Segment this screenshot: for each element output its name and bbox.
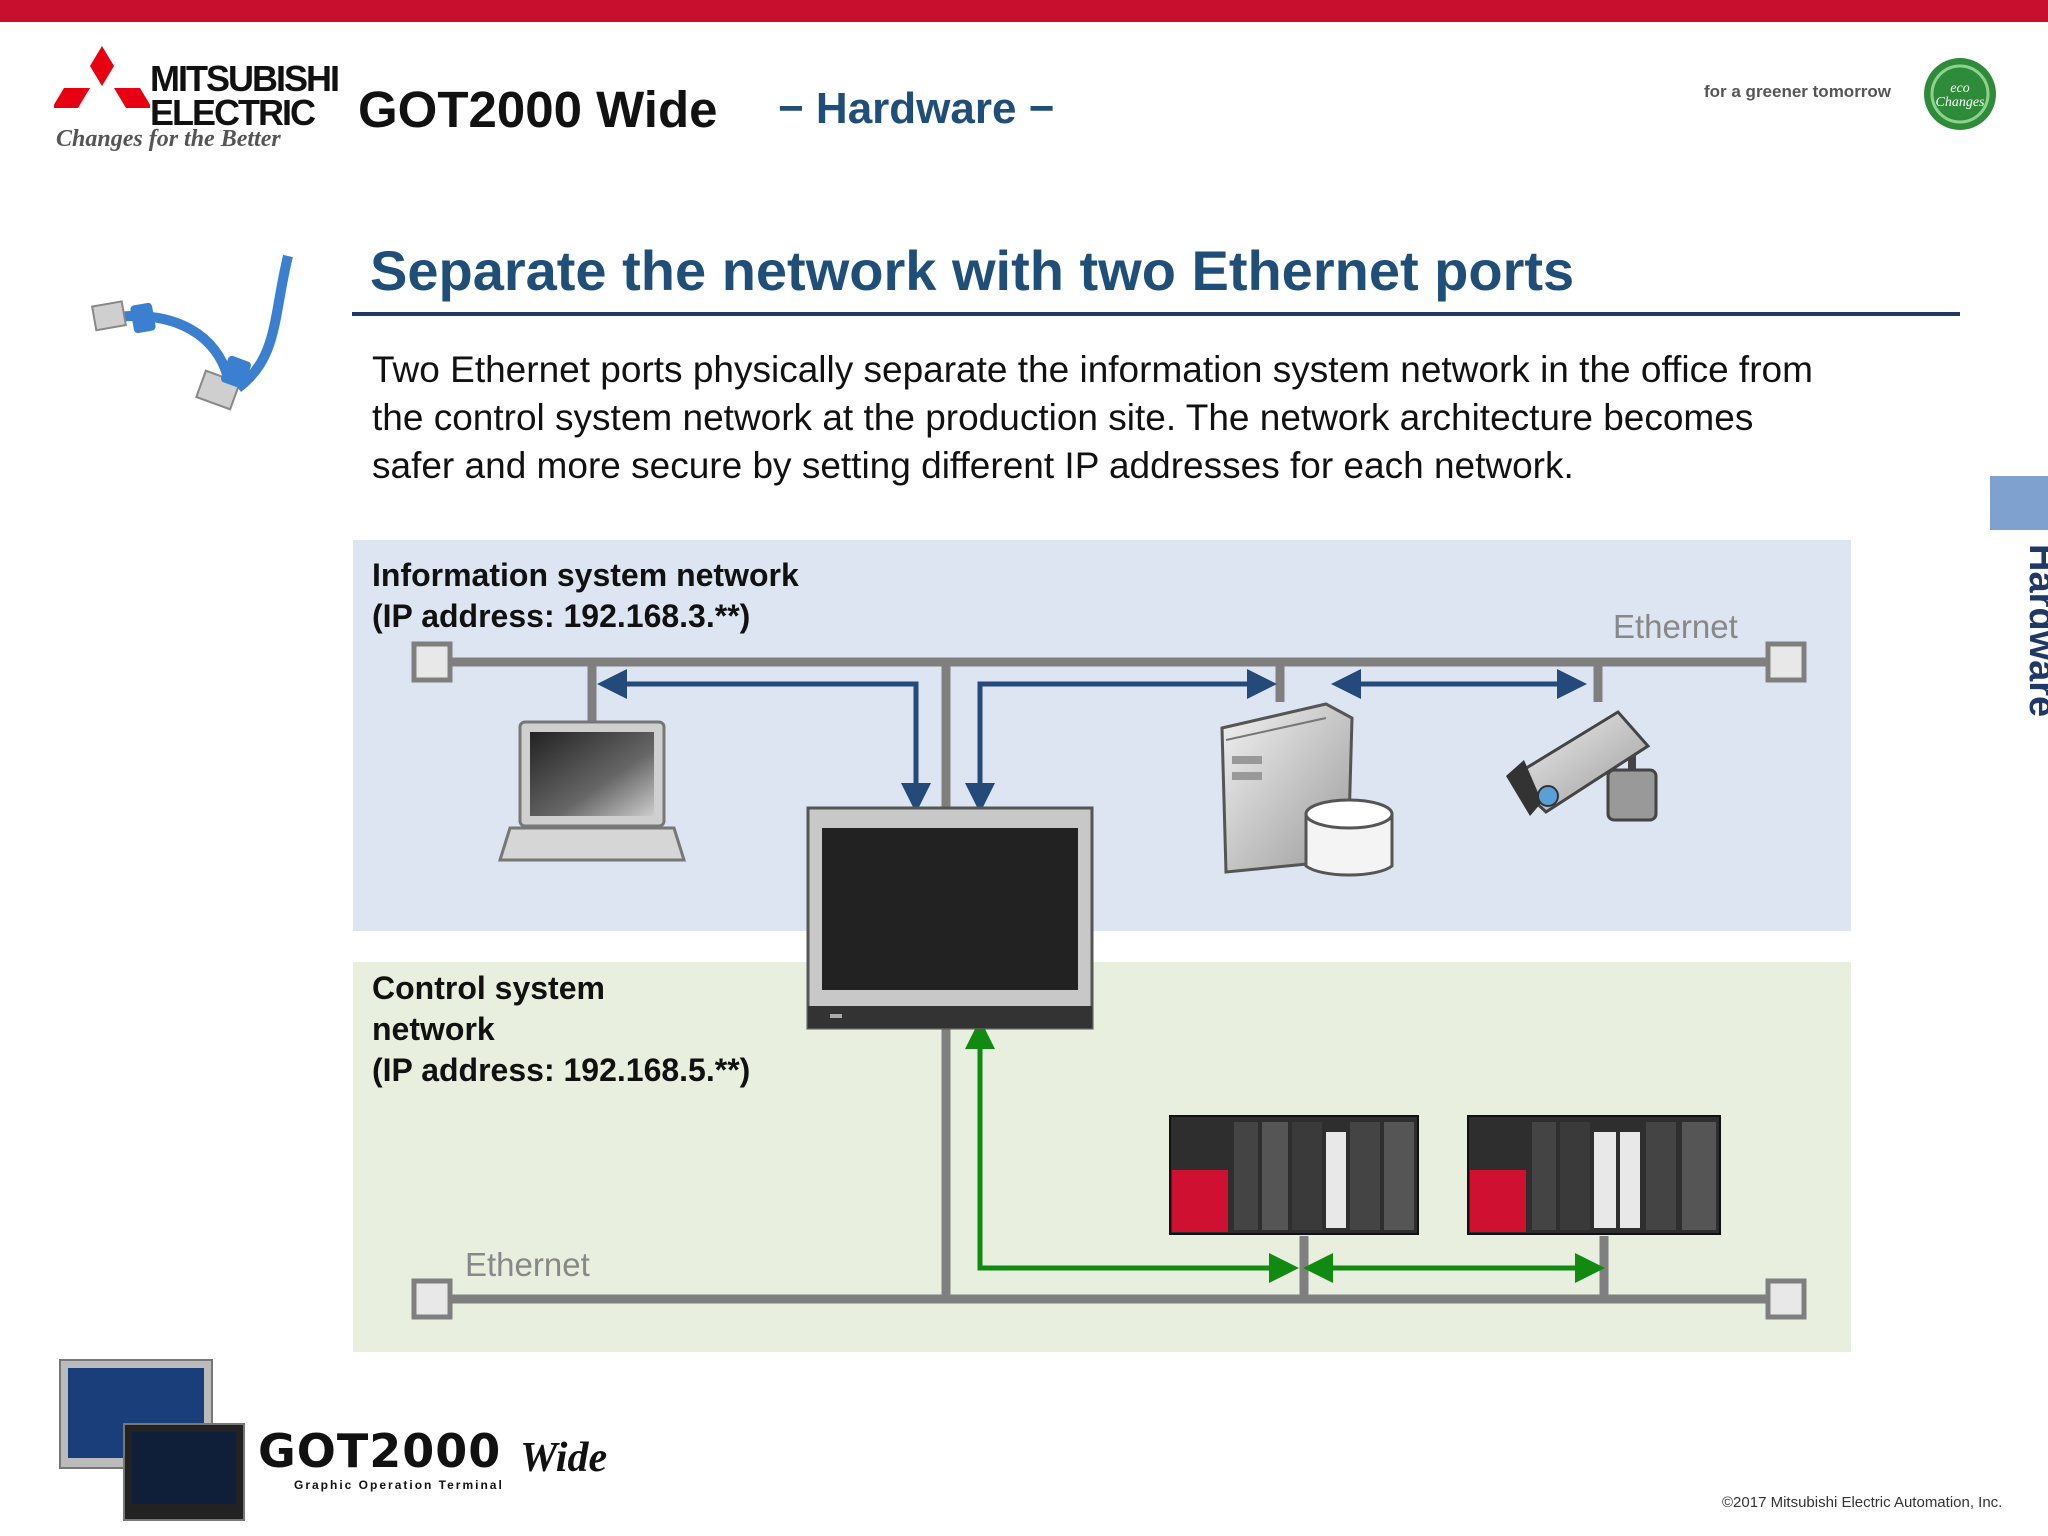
info-network-name: Information system network — [372, 557, 799, 593]
security-camera-icon — [1506, 710, 1658, 822]
control-network-label: Control system network (IP address: 192.… — [372, 968, 750, 1091]
info-network-label: Information system network (IP address: … — [372, 555, 799, 637]
brand-name-line1: MITSUBISHI — [150, 58, 340, 99]
got-terminal-icon — [806, 806, 1094, 1030]
got-product-photo — [59, 1359, 245, 1521]
ethernet-cable-icon — [90, 254, 293, 411]
top-accent-bar — [0, 0, 2048, 22]
slide-headline: Separate the network with two Ethernet p… — [370, 239, 1575, 302]
bus-terminator — [1765, 641, 1807, 683]
bus-terminator — [411, 641, 453, 683]
body-line: safer and more secure by setting differe… — [372, 445, 1574, 486]
footer-logo-subtitle: Graphic Operation Terminal — [294, 1478, 504, 1492]
bus-terminator — [1765, 1278, 1807, 1320]
control-network-name-2: network — [372, 1011, 495, 1047]
control-network-ip: (IP address: 192.168.5.**) — [372, 1052, 751, 1088]
control-ethernet-label: Ethernet — [465, 1246, 590, 1283]
eco-badge: eco Changes — [1935, 81, 1985, 110]
copyright-notice: ©2017 Mitsubishi Electric Automation, In… — [1722, 1494, 2003, 1511]
plc-rack-icon — [1467, 1115, 1721, 1235]
body-line: the control system network at the produc… — [372, 397, 1754, 438]
control-network-name-1: Control system — [372, 970, 605, 1006]
laptop-icon — [497, 720, 687, 862]
side-tab-label: Hardware — [2021, 544, 2048, 718]
brand-tagline: Changes for the Better — [56, 126, 281, 152]
brand-name-line2: ELECTRIC — [150, 92, 316, 133]
eco-changes-icon — [1924, 58, 1996, 130]
section-title: − Hardware − — [778, 84, 1055, 133]
info-network-ip: (IP address: 192.168.3.**) — [372, 598, 751, 634]
headline-divider — [352, 312, 1960, 316]
mitsubishi-diamonds-logo — [54, 46, 150, 108]
server-icon — [1220, 702, 1394, 877]
slide-body-text: Two Ethernet ports physically separate t… — [372, 346, 1952, 490]
info-arrow — [597, 669, 931, 813]
info-ethernet-label: Ethernet — [1613, 608, 1738, 645]
plc-rack-icon — [1169, 1115, 1419, 1235]
side-tab-marker — [1990, 476, 2048, 530]
eco-tagline: for a greener tomorrow — [1704, 82, 1892, 101]
product-title: GOT2000 Wide — [358, 81, 718, 138]
footer-logo-wide: Wide — [520, 1435, 608, 1481]
control-arrow — [965, 1019, 1299, 1283]
footer-logo-main: GOT2000 — [258, 1424, 502, 1478]
body-line: Two Ethernet ports physically separate t… — [372, 349, 1813, 390]
info-arrow — [965, 669, 1277, 813]
bus-terminator — [411, 1278, 453, 1320]
